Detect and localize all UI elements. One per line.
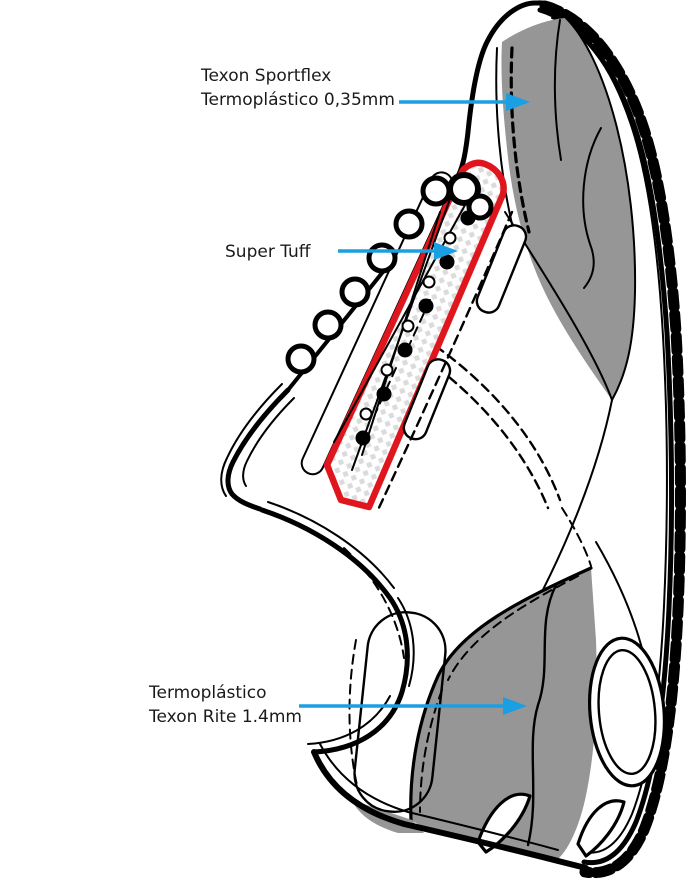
eyestay-panel bbox=[285, 159, 528, 514]
sole-cutouts bbox=[476, 792, 626, 858]
label-texon-rite-line1: Termoplástico bbox=[149, 683, 267, 703]
sole-tread bbox=[537, 0, 686, 879]
eyelet-dots bbox=[355, 210, 476, 446]
label-texon-rite: Termoplástico Texon Rite 1.4mm bbox=[149, 681, 302, 729]
bottom-sole-edge bbox=[311, 743, 589, 871]
eyestay-red-outline bbox=[323, 159, 507, 511]
air-window bbox=[587, 636, 667, 788]
annotation-arrows bbox=[299, 93, 530, 715]
eyestay-overlay-upper bbox=[475, 224, 528, 314]
label-texon-sportflex-line2: Termoplástico 0,35mm bbox=[201, 90, 395, 110]
top-eyelet-rings bbox=[447, 172, 494, 221]
toe-cap-panel bbox=[495, 17, 637, 401]
heel-overlay-stitch bbox=[348, 639, 359, 791]
tongue bbox=[220, 383, 295, 512]
label-texon-sportflex: Texon Sportflex Termoplástico 0,35mm bbox=[201, 64, 395, 112]
arrow-eyestay bbox=[338, 242, 458, 260]
heel-lining-overlay bbox=[353, 611, 447, 813]
label-super-tuff: Super Tuff bbox=[225, 240, 311, 264]
label-super-tuff-line1: Super Tuff bbox=[225, 242, 311, 262]
arrow-toe-panel bbox=[399, 93, 530, 111]
label-texon-rite-line2: Texon Rite 1.4mm bbox=[149, 707, 302, 727]
eyelet-rings bbox=[359, 231, 457, 421]
toe-stitch-line bbox=[509, 46, 531, 234]
label-texon-sportflex-line1: Texon Sportflex bbox=[201, 66, 332, 86]
toe-outline bbox=[453, 0, 571, 183]
arrow-heel-panel bbox=[299, 697, 527, 715]
